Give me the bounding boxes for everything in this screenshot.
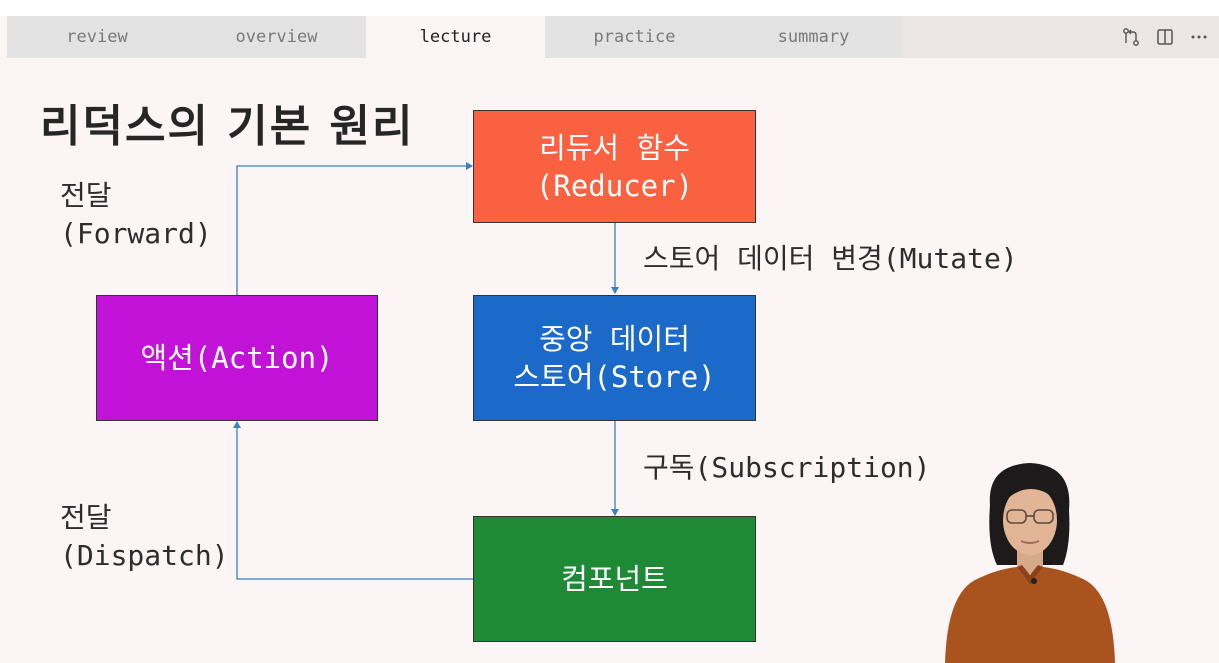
mutate-label: 스토어 데이터 변경(Mutate): [643, 240, 1018, 278]
reducer-box-line1: 리듀서 함수: [539, 129, 690, 167]
action-box: 액션(Action): [96, 295, 378, 421]
component-box-label: 컴포넌트: [561, 560, 668, 598]
store-box: 중앙 데이터 스토어(Store): [473, 295, 756, 421]
tab-overview[interactable]: overview: [187, 16, 366, 58]
window-top-strip: [0, 0, 1219, 16]
source-control-icon[interactable]: [1119, 25, 1143, 49]
component-box: 컴포넌트: [473, 516, 756, 642]
subscription-label: 구독(Subscription): [643, 449, 931, 487]
more-actions-icon[interactable]: [1187, 25, 1211, 49]
presenter-video: [935, 455, 1125, 663]
store-box-line2: 스토어(Store): [513, 358, 715, 396]
reducer-box-line2: (Reducer): [536, 167, 693, 205]
tab-review[interactable]: review: [7, 16, 187, 58]
tab-actions: [1119, 16, 1211, 58]
editor-tab-bar: review overview lecture practice summary: [7, 16, 1219, 58]
store-box-line1: 중앙 데이터: [539, 320, 690, 358]
slide-title: 리덕스의 기본 원리: [40, 90, 414, 154]
action-box-label: 액션(Action): [140, 339, 333, 377]
split-editor-icon[interactable]: [1153, 25, 1177, 49]
dispatch-label: 전달 (Dispatch): [60, 499, 229, 575]
forward-connector: [237, 166, 472, 295]
dispatch-connector: [237, 422, 474, 579]
tab-summary[interactable]: summary: [724, 16, 903, 58]
reducer-box: 리듀서 함수 (Reducer): [473, 110, 756, 223]
tab-lecture[interactable]: lecture: [366, 16, 545, 58]
forward-label: 전달 (Forward): [60, 177, 212, 253]
tab-practice[interactable]: practice: [545, 16, 724, 58]
